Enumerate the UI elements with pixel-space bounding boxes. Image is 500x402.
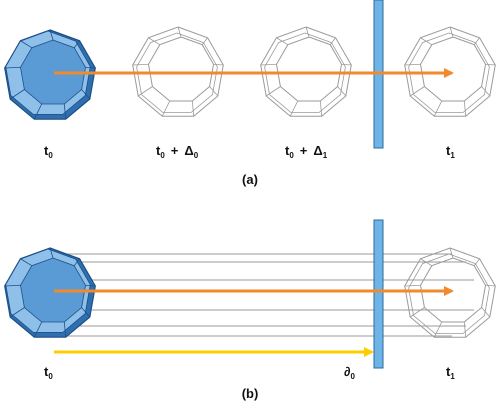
panel-a-caption: (a) <box>242 172 258 187</box>
label-t1-a: t1 <box>446 143 455 160</box>
label-t0-b: t0 <box>44 364 53 381</box>
panel-b: t0 ∂0 t1 (b) <box>4 219 496 401</box>
solid-polygon-t0 <box>4 29 96 120</box>
solid-polygon-t0-b <box>4 247 96 338</box>
label-d0: ∂0 <box>344 364 355 381</box>
ghost-polygon-t0-plus-delta0 <box>132 26 224 117</box>
wall-barrier-b <box>373 219 384 369</box>
ghost-polygon-t0-plus-delta1 <box>260 26 352 117</box>
label-t0-plus-delta1: t0+Δ1 <box>285 143 328 160</box>
label-t1-b: t1 <box>446 364 455 381</box>
ghost-polygon-t1-b <box>404 247 496 338</box>
panel-b-caption: (b) <box>242 386 259 401</box>
label-t0-plus-delta0: t0+Δ0 <box>156 143 199 160</box>
label-t0-a: t0 <box>44 143 53 160</box>
panel-a: t0 t0+Δ0 t0+Δ1 t1 (a) <box>4 0 496 187</box>
ghost-polygon-t1 <box>404 26 496 117</box>
